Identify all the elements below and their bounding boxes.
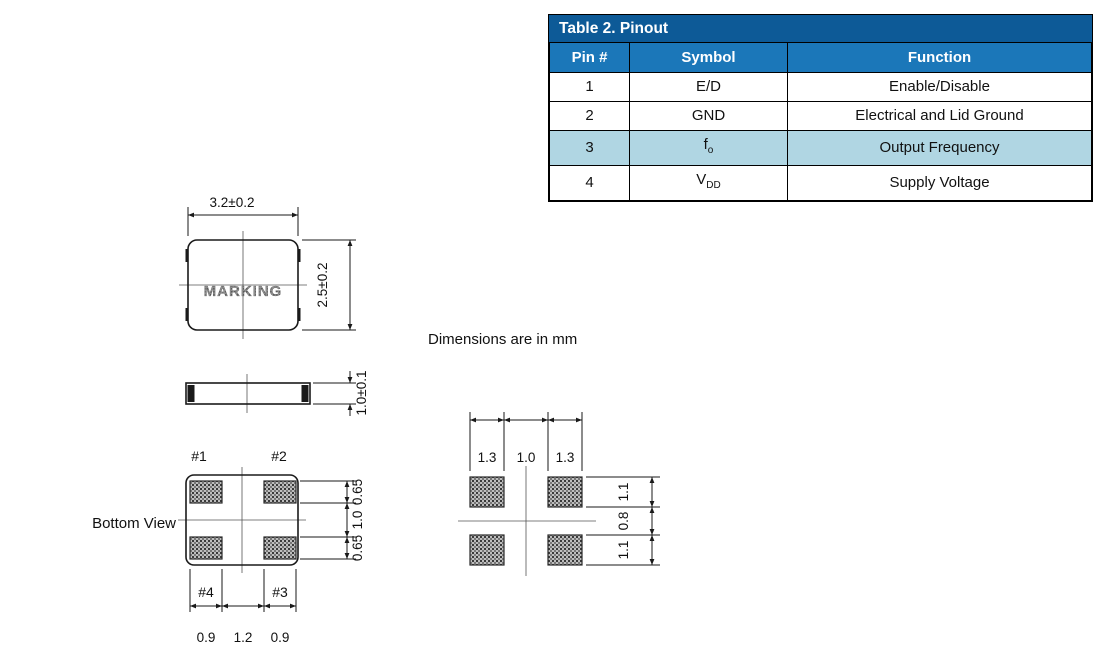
bottom-pad-pitch-dim: 1.2 [234, 630, 253, 645]
pin-function: Supply Voltage [787, 165, 1092, 201]
land-pad-top-left [469, 476, 505, 508]
land-pad-bottom-right [547, 534, 583, 566]
land-pad-width-dim-right: 1.3 [556, 450, 575, 465]
top-view-height-dimension: 2.5±0.2 [302, 239, 356, 331]
mechanical-drawings: MARKING 3.2±0.2 2.5±0.2 [92, 195, 660, 645]
column-header-function: Function [787, 42, 1092, 73]
bottom-view-horizontal-dimensions: 0.9 1.2 0.9 [189, 569, 297, 645]
land-pad-top-right [547, 476, 583, 508]
pad-2-label: #2 [271, 448, 287, 464]
side-view-right-terminal [301, 385, 309, 402]
pad-2 [263, 480, 297, 504]
marking-label: MARKING [204, 283, 283, 300]
pin-number: 3 [549, 130, 630, 166]
pinout-header-row: Pin # Symbol Function [549, 42, 1092, 73]
top-view-outline [187, 239, 299, 331]
side-view-thickness-dim-label: 1.0±0.1 [354, 371, 369, 416]
pin-symbol: GND [629, 101, 788, 131]
top-view-castellations [185, 249, 301, 321]
pad-4-label: #4 [198, 584, 214, 600]
bottom-pad-width-dim-left: 0.9 [197, 630, 216, 645]
column-header-symbol: Symbol [629, 42, 788, 73]
pad-3-label: #3 [272, 584, 288, 600]
land-pad-gap-dim: 1.0 [517, 450, 536, 465]
top-view-drawing: MARKING 3.2±0.2 2.5±0.2 [179, 195, 356, 339]
bottom-view-outline [185, 474, 299, 566]
bottom-view-label: Bottom View [92, 515, 176, 532]
dimensions-note: Dimensions are in mm [428, 331, 578, 348]
column-header-pin: Pin # [549, 42, 630, 73]
side-view-left-terminal [187, 385, 195, 402]
pin-number: 2 [549, 101, 630, 131]
land-pad-vgap-dim: 0.8 [616, 512, 631, 531]
land-pad-height-dim-top: 1.1 [616, 483, 631, 502]
pad-3 [263, 536, 297, 560]
land-pad-width-dim-left: 1.3 [478, 450, 497, 465]
top-view-width-dim-label: 3.2±0.2 [210, 195, 255, 210]
bottom-pad-height-dim-bottom: 0.65 [350, 535, 365, 561]
pad-number-labels-top: #1 #2 [191, 448, 287, 464]
pin-function: Electrical and Lid Ground [787, 101, 1092, 131]
bottom-view-centerlines [178, 467, 306, 573]
pinout-table-title: Table 2. Pinout [549, 15, 1092, 42]
land-pattern-centerlines [458, 466, 596, 576]
land-pattern-vertical-dimensions: 1.1 0.8 1.1 [586, 476, 660, 566]
bottom-pad-height-dim-top: 0.65 [350, 479, 365, 505]
land-pattern-drawing: 1.3 1.0 1.3 1.1 0.8 1.1 [458, 412, 660, 576]
top-view-width-dimension: 3.2±0.2 [187, 195, 299, 236]
pin-function: Enable/Disable [787, 72, 1092, 102]
bottom-view-vertical-dimensions: 0.65 1.0 0.65 [300, 479, 365, 561]
land-pattern-horizontal-dimensions: 1.3 1.0 1.3 [469, 412, 583, 471]
bottom-pad-width-dim-right: 0.9 [271, 630, 290, 645]
pin-symbol: fo [629, 130, 788, 166]
pad-1-label: #1 [191, 448, 207, 464]
pin-function: Output Frequency [787, 130, 1092, 166]
land-pad-bottom-left [469, 534, 505, 566]
side-view-outline [185, 382, 311, 405]
pad-number-labels-bottom: #4 #3 [198, 584, 288, 600]
pin-number: 1 [549, 72, 630, 102]
side-view-drawing: 1.0±0.1 [185, 371, 369, 416]
bottom-pad-gap-dim: 1.0 [350, 511, 365, 530]
top-view-centerlines [179, 231, 307, 339]
top-view-height-dim-label: 2.5±0.2 [315, 263, 330, 308]
bottom-view-drawing: Bottom View #1 #2 #4 #3 [92, 448, 365, 645]
pin-symbol: E/D [629, 72, 788, 102]
pin-symbol: VDD [629, 165, 788, 201]
land-pad-height-dim-bottom: 1.1 [616, 541, 631, 560]
side-view-thickness-dimension: 1.0±0.1 [313, 371, 369, 416]
pin-number: 4 [549, 165, 630, 201]
pad-1 [189, 480, 223, 504]
pad-4 [189, 536, 223, 560]
